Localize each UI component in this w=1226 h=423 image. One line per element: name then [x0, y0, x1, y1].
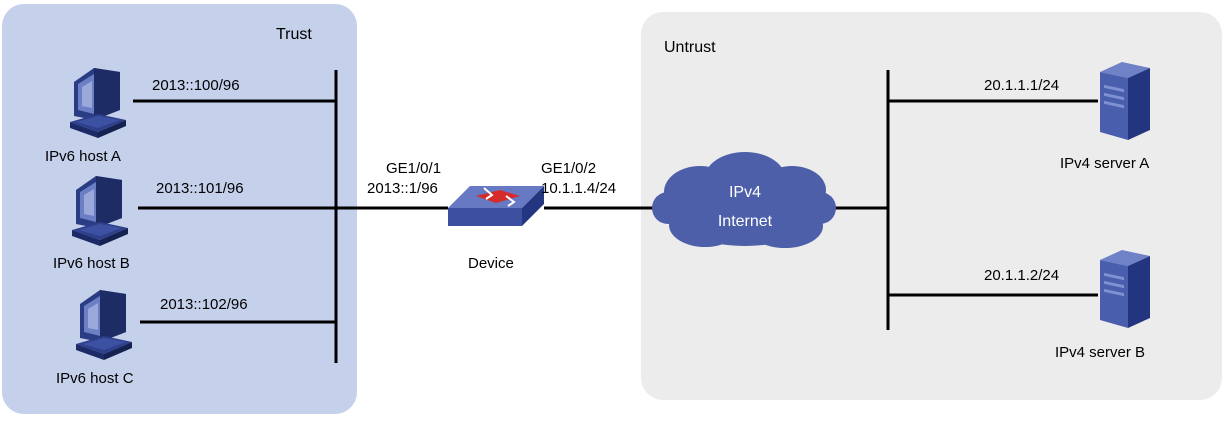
trust-zone-label: Trust: [276, 26, 312, 43]
host-a-name: IPv6 host A: [45, 148, 121, 165]
tower-server-icon: [1100, 62, 1150, 140]
server-a-name: IPv4 server A: [1060, 155, 1149, 172]
server-b-ip: 20.1.1.2/24: [984, 267, 1059, 284]
firewall-icon: [448, 186, 544, 226]
device-right-port: GE1/0/2: [541, 160, 596, 177]
server-b-name: IPv4 server B: [1055, 344, 1145, 361]
device-left-port: GE1/0/1: [386, 160, 441, 177]
host-b-name: IPv6 host B: [53, 255, 130, 272]
untrust-zone: [641, 12, 1222, 400]
cloud-label-line2: Internet: [718, 213, 773, 230]
host-a-ip: 2013::100/96: [152, 77, 240, 94]
host-c-ip: 2013::102/96: [160, 296, 248, 313]
device-left-ip: 2013::1/96: [367, 180, 438, 197]
cloud-icon: [652, 152, 836, 248]
server-a-ip: 20.1.1.1/24: [984, 77, 1059, 94]
host-b-ip: 2013::101/96: [156, 180, 244, 197]
untrust-zone-label: Untrust: [664, 39, 716, 56]
device-right-ip: 10.1.1.4/24: [541, 180, 616, 197]
device-name: Device: [468, 255, 514, 272]
host-c-name: IPv6 host C: [56, 370, 134, 387]
tower-server-icon: [1100, 250, 1150, 328]
cloud-label-line1: IPv4: [729, 184, 761, 201]
